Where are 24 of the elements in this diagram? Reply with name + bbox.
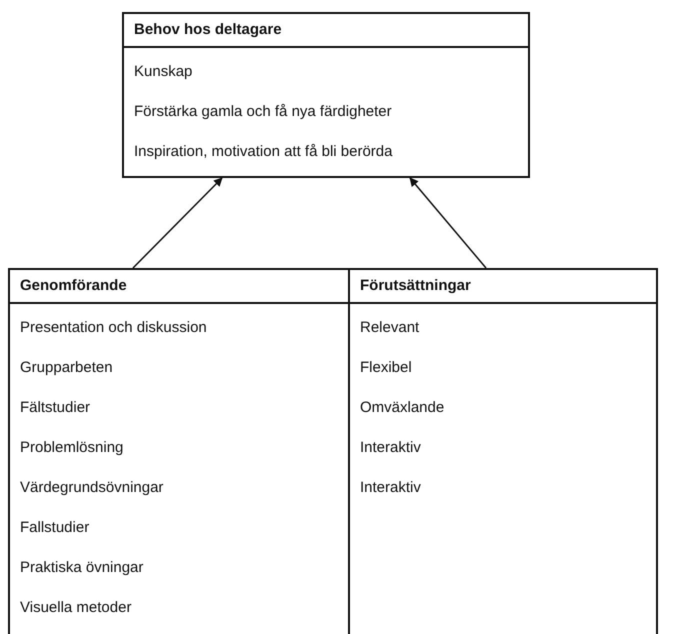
list-item: Förstärka gamla och få nya färdigheter bbox=[133, 102, 393, 122]
list-item: Interaktiv bbox=[359, 478, 422, 498]
list-item: Presentation och diskussion bbox=[19, 318, 208, 338]
table-box bbox=[8, 268, 350, 634]
list-item: Fältstudier bbox=[19, 398, 92, 418]
table-box bbox=[348, 268, 658, 634]
column-heading: Förutsättningar bbox=[350, 270, 656, 304]
list-item: Interaktiv bbox=[359, 438, 422, 458]
list-item: Värdegrundsövningar bbox=[19, 478, 164, 498]
column-heading: Behov hos deltagare bbox=[124, 14, 528, 48]
list-item: Flexibel bbox=[359, 358, 413, 378]
list-item: Grupparbeten bbox=[19, 358, 114, 378]
arrow bbox=[409, 177, 487, 268]
list-item: Praktiska övningar bbox=[19, 558, 144, 578]
column-heading: Genomförande bbox=[10, 270, 348, 304]
list-item: Inspiration, motivation att få bli berörda bbox=[133, 142, 394, 162]
table-box bbox=[122, 12, 530, 178]
list-item: Kunskap bbox=[133, 62, 194, 82]
list-item: Visuella metoder bbox=[19, 598, 132, 618]
list-item: Relevant bbox=[359, 318, 420, 338]
list-item: Omväxlande bbox=[359, 398, 446, 418]
list-item: Fallstudier bbox=[19, 518, 90, 538]
arrow bbox=[132, 177, 223, 269]
list-item: Problemlösning bbox=[19, 438, 124, 458]
